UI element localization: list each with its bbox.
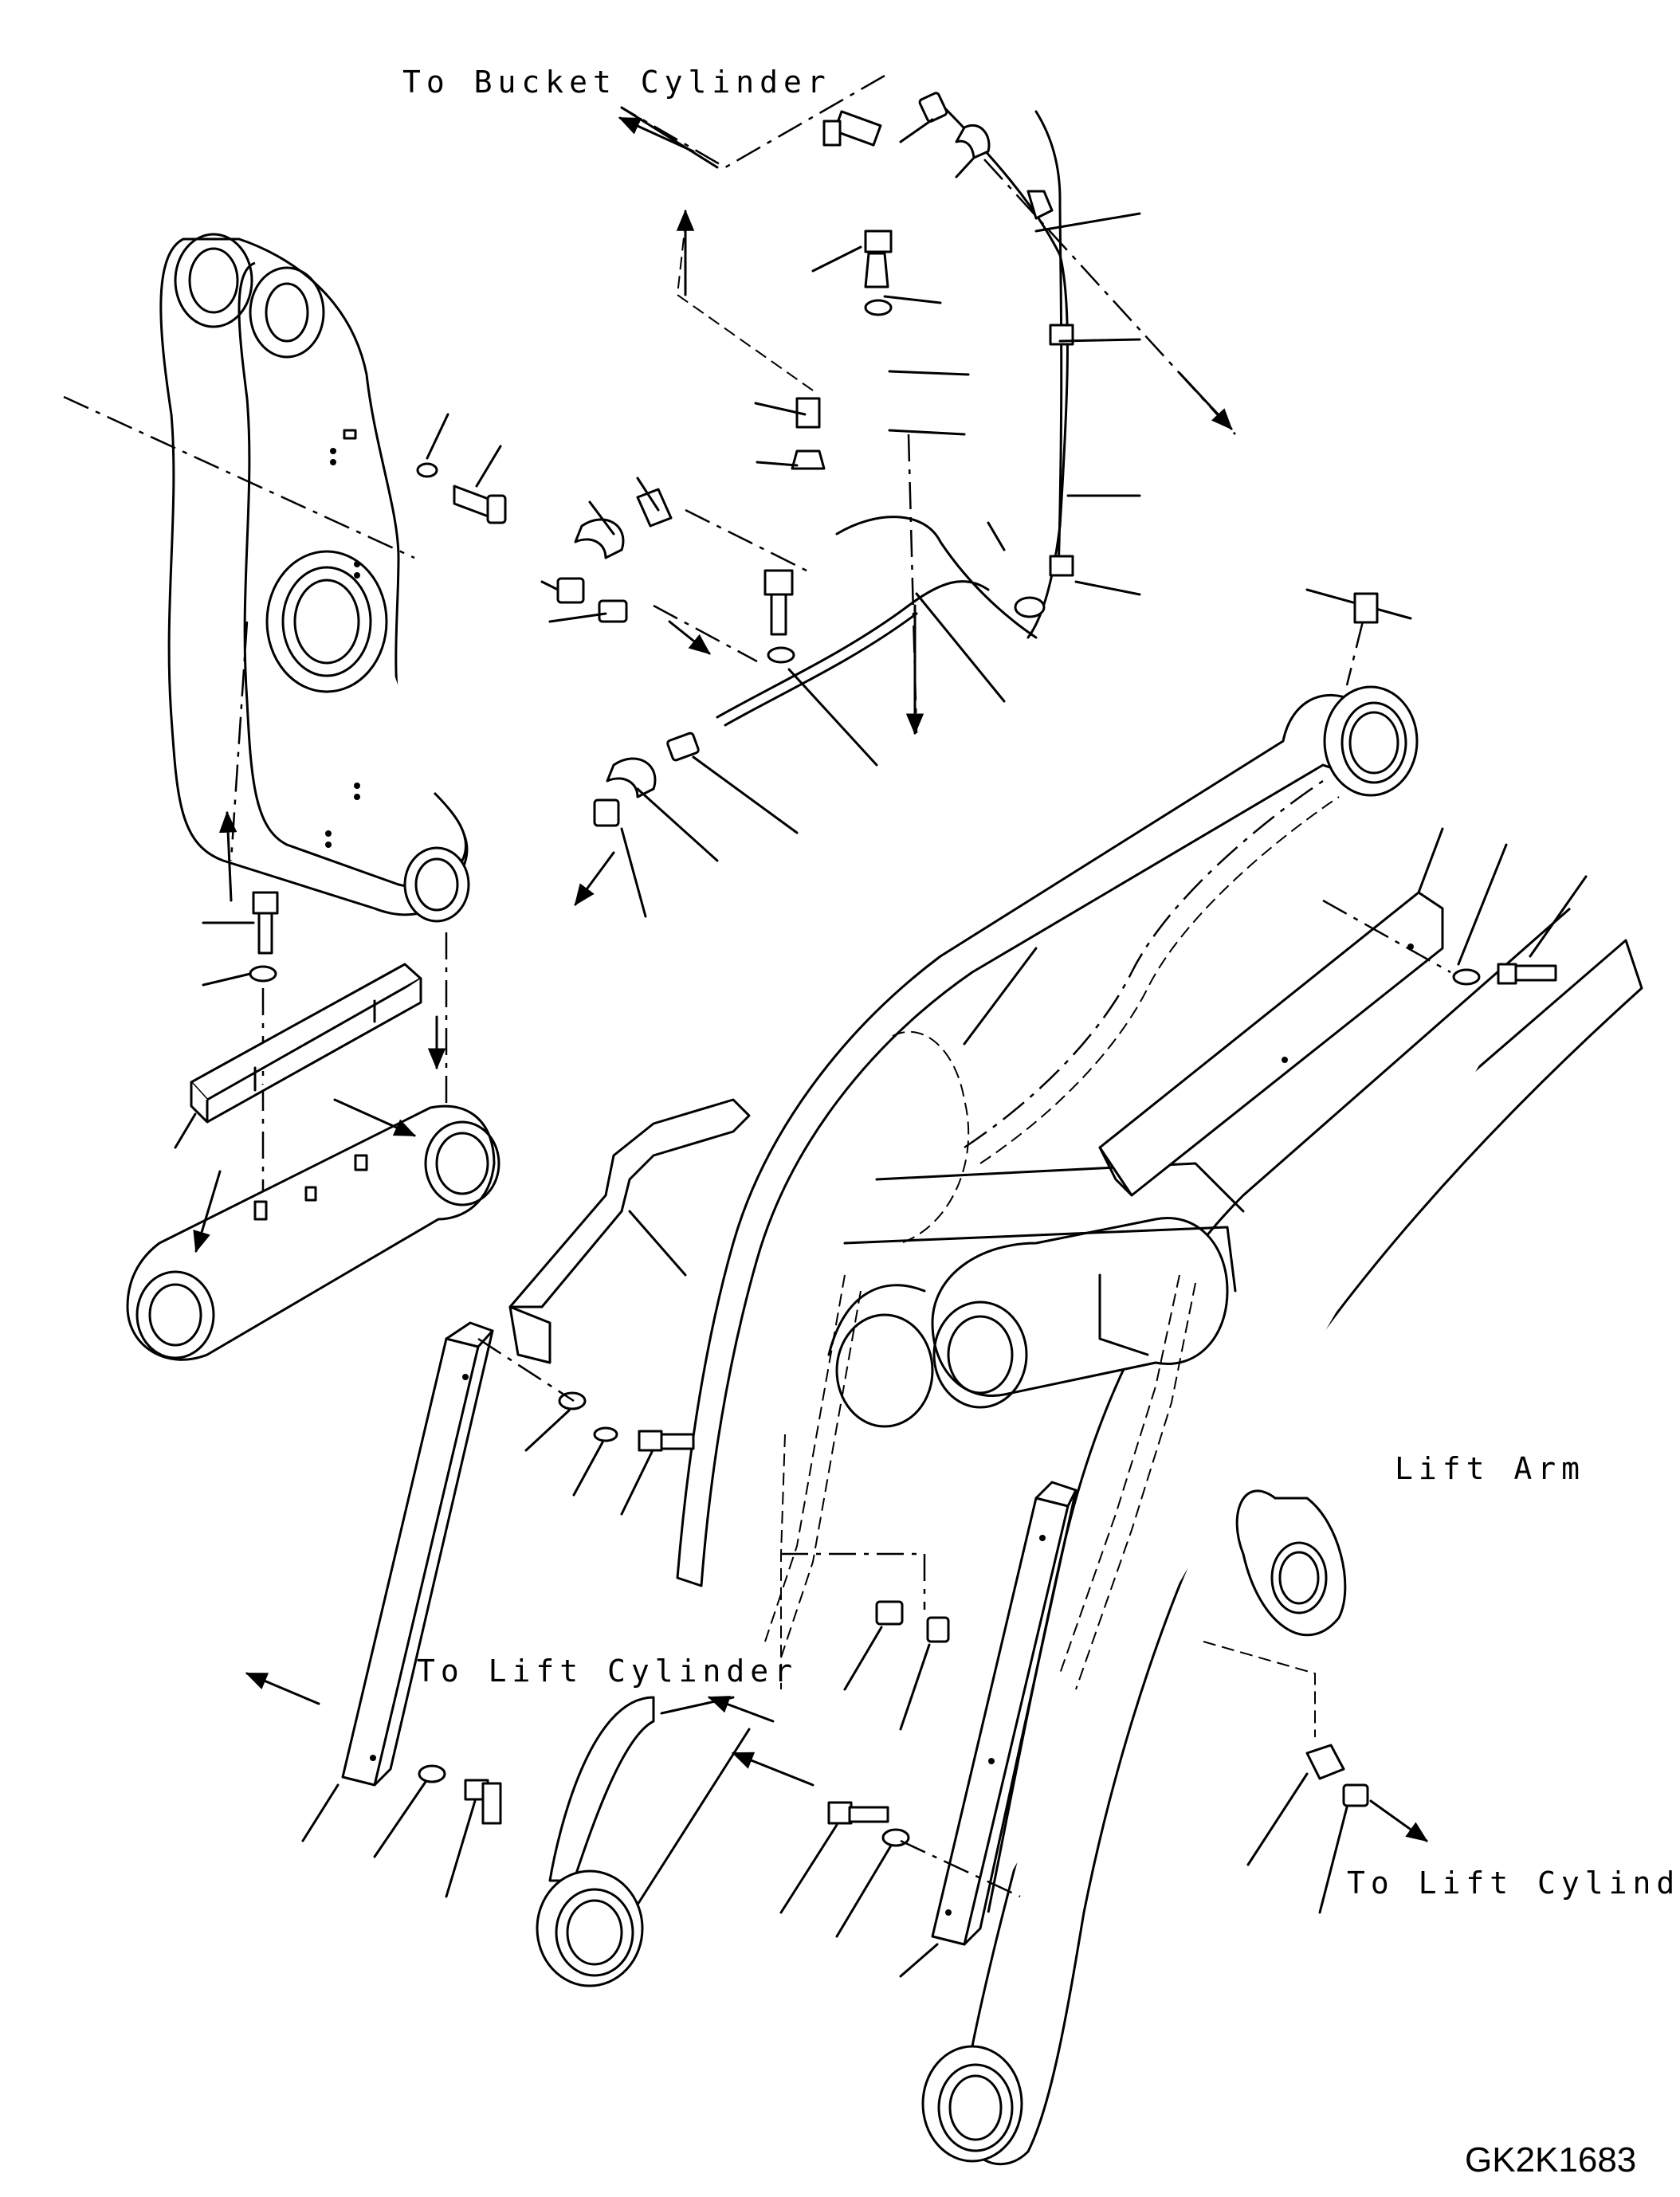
label-to-lift-cylinder-right: To Lift Cylinder [1347,1865,1680,1901]
bolt-and-washer-left [202,891,279,1227]
leader-lines-top [540,118,1412,918]
guard-plate-right [1098,827,1588,1197]
lift-cylinder-fittings [536,1434,1428,1987]
long-bar-right [779,1481,1077,1978]
spacer-bar [174,963,422,1149]
hose-routing [574,74,1236,906]
label-to-lift-cylinder-center: To Lift Cylinder [417,1654,798,1689]
bellcrank-fasteners [343,413,507,524]
link-part [126,810,500,1361]
long-bar-left [245,1321,502,1898]
label-to-bucket-cylinder: To Bucket Cylinder [402,65,831,100]
label-lift-arm: Lift Arm [1395,1451,1585,1486]
bellcrank-part [63,233,470,923]
mounting-bracket-center [477,1098,751,1516]
hose-fittings [556,92,1074,827]
drawing-code: GK2K1683 [1465,2140,1636,2179]
lift-arm-part [676,592,1643,2166]
